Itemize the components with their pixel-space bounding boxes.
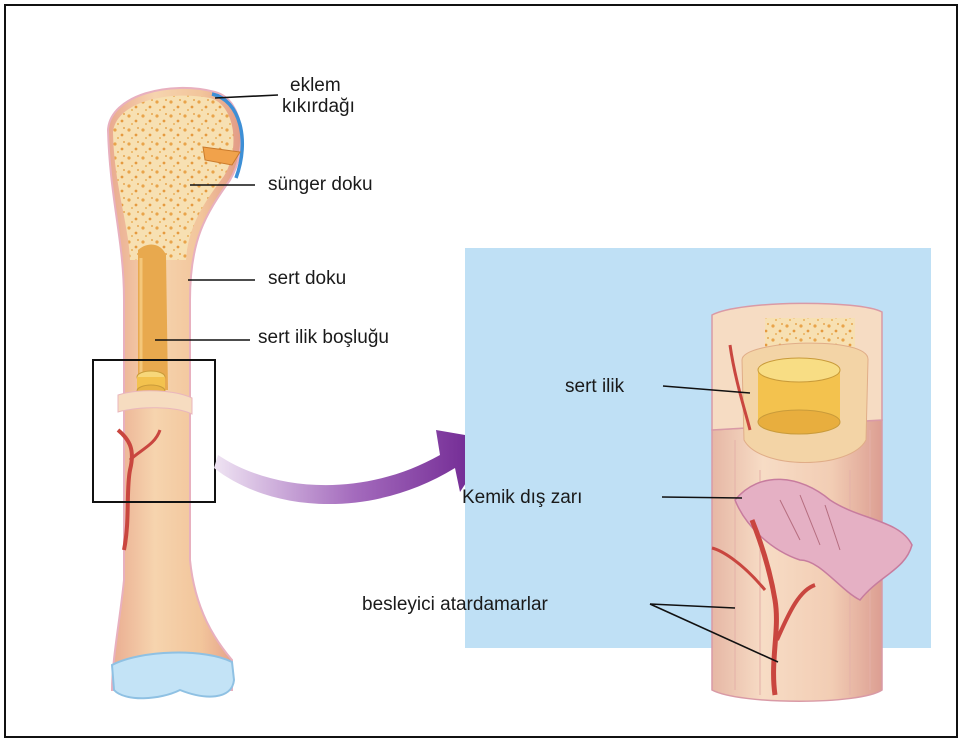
label-kikirdagi: kıkırdağı xyxy=(282,96,355,117)
label-sunger-doku: sünger doku xyxy=(268,174,373,195)
label-sert-ilik: sert ilik xyxy=(565,376,624,397)
label-kemik-dis-zari: Kemik dış zarı xyxy=(462,487,582,508)
label-besleyici-atardamarlar: besleyici atardamarlar xyxy=(362,594,548,615)
bone-section-detail xyxy=(712,303,912,701)
zoom-arrow xyxy=(214,430,494,504)
long-bone xyxy=(108,88,242,698)
yellow-marrow xyxy=(758,358,840,434)
distal-cartilage xyxy=(112,653,234,699)
label-sert-ilik-boslugu: sert ilik boşluğu xyxy=(258,327,389,348)
label-eklem: eklem xyxy=(290,75,341,96)
spongy-bone-head xyxy=(113,96,233,260)
label-sert-doku: sert doku xyxy=(268,268,346,289)
